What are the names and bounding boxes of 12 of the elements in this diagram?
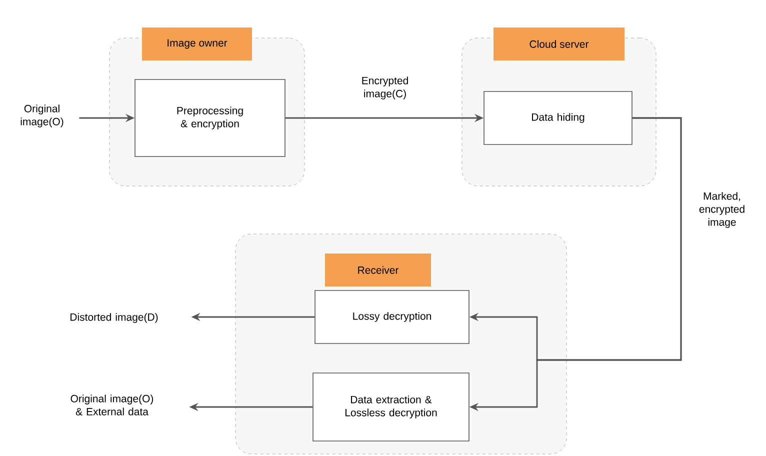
process-box: Data extraction & Lossless decryption	[312, 372, 470, 442]
process-box: Preprocessing & encryption	[134, 79, 286, 157]
heading-badge: Receiver	[325, 254, 431, 286]
process-box: Lossy decryption	[314, 290, 470, 344]
edge-label: Marked, encrypted image	[699, 192, 744, 228]
data-label: Original image(O) & External data	[70, 394, 154, 416]
edge-label: Encrypted image(C)	[362, 76, 408, 100]
heading-badge: Cloud server	[494, 28, 624, 60]
process-box: Data hiding	[484, 91, 632, 145]
data-label: Original image(O)	[20, 104, 64, 128]
heading-badge: Image owner	[142, 28, 252, 60]
data-label: Distorted image(D)	[70, 313, 158, 323]
